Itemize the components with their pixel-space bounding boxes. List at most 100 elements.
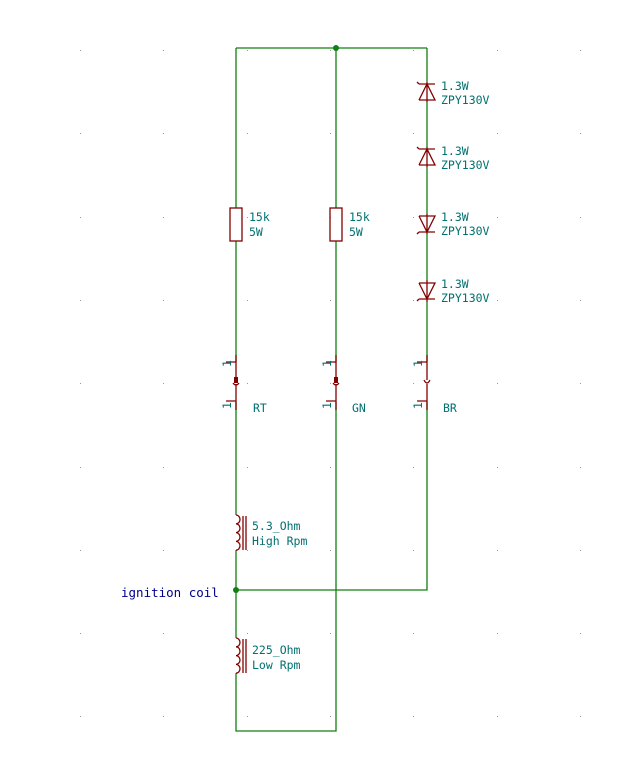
svg-text:5.3_Ohm: 5.3_Ohm xyxy=(252,519,301,533)
connector-name: GN xyxy=(352,401,366,415)
svg-text:1: 1 xyxy=(411,360,425,367)
inductor-high-rpm[interactable]: 5.3_Ohm High Rpm xyxy=(235,514,307,551)
zener-diode-3[interactable]: 1.3W ZPY130V xyxy=(416,210,490,238)
grid-dot xyxy=(330,633,331,634)
zener-diode-1[interactable]: 1.3W ZPY130V xyxy=(416,79,490,107)
resistor-value: 15k xyxy=(349,210,370,224)
svg-text:225_Ohm: 225_Ohm xyxy=(252,643,301,657)
grid-dot xyxy=(247,50,248,51)
grid-dot xyxy=(497,633,498,634)
svg-text:1.3W: 1.3W xyxy=(441,144,469,158)
grid-dot xyxy=(580,716,581,717)
grid-dot xyxy=(413,217,414,218)
grid-dot xyxy=(163,383,164,384)
resistor-power: 5W xyxy=(349,225,363,239)
grid-dot xyxy=(413,633,414,634)
svg-text:1: 1 xyxy=(411,402,425,409)
grid-dot xyxy=(163,50,164,51)
grid-dot xyxy=(80,383,81,384)
grid-dot xyxy=(163,633,164,634)
grid-dot xyxy=(163,550,164,551)
grid-dot xyxy=(80,133,81,134)
grid-dot xyxy=(497,300,498,301)
svg-text:1.3W: 1.3W xyxy=(441,210,469,224)
junction-top xyxy=(333,45,339,51)
grid-dot xyxy=(163,716,164,717)
svg-text:Low Rpm: Low Rpm xyxy=(252,658,301,672)
grid-dot xyxy=(247,133,248,134)
grid-dot xyxy=(497,50,498,51)
zener-diode-4[interactable]: 1.3W ZPY130V xyxy=(416,277,490,305)
net-label-ignition-coil[interactable]: ignition coil xyxy=(121,585,219,600)
svg-text:ZPY130V: ZPY130V xyxy=(441,158,490,172)
resistor-r2[interactable]: 15k 5W xyxy=(329,207,370,242)
grid-dot xyxy=(247,300,248,301)
resistor-value: 15k xyxy=(249,210,270,224)
grid-dot xyxy=(80,716,81,717)
inductor-low-rpm[interactable]: 225_Ohm Low Rpm xyxy=(235,637,301,674)
svg-text:1: 1 xyxy=(220,360,234,367)
grid-dot xyxy=(247,716,248,717)
grid-dot xyxy=(497,716,498,717)
zener-diode-2[interactable]: 1.3W ZPY130V xyxy=(416,144,490,172)
grid-dot xyxy=(330,550,331,551)
grid-dot xyxy=(163,217,164,218)
svg-text:1.3W: 1.3W xyxy=(441,277,469,291)
grid-dot xyxy=(247,383,248,384)
grid-dot xyxy=(580,300,581,301)
grid-dot xyxy=(580,467,581,468)
svg-text:1.3W: 1.3W xyxy=(441,79,469,93)
connector-gn[interactable]: 1 1 GN xyxy=(320,355,366,415)
grid-dot xyxy=(413,50,414,51)
svg-text:1: 1 xyxy=(320,360,334,367)
svg-text:High Rpm: High Rpm xyxy=(252,534,307,548)
grid-dot xyxy=(580,133,581,134)
grid-dot xyxy=(80,217,81,218)
grid-dots xyxy=(80,50,581,717)
grid-dot xyxy=(497,550,498,551)
grid-dot xyxy=(247,467,248,468)
grid-dot xyxy=(413,383,414,384)
grid-dot xyxy=(247,217,248,218)
svg-text:ZPY130V: ZPY130V xyxy=(441,291,490,305)
grid-dot xyxy=(497,133,498,134)
grid-dot xyxy=(330,50,331,51)
junction-coil xyxy=(233,587,239,593)
grid-dot xyxy=(330,300,331,301)
resistor-power: 5W xyxy=(249,225,263,239)
svg-text:1: 1 xyxy=(220,402,234,409)
connector-rt[interactable]: 1 1 RT xyxy=(220,355,267,415)
resistor-r1[interactable]: 15k 5W xyxy=(229,207,270,242)
grid-dot xyxy=(80,633,81,634)
grid-dot xyxy=(247,550,248,551)
grid-dot xyxy=(580,217,581,218)
grid-dot xyxy=(247,633,248,634)
grid-dot xyxy=(80,467,81,468)
wires xyxy=(233,45,428,732)
connector-name: RT xyxy=(253,401,267,415)
grid-dot xyxy=(80,550,81,551)
connector-br[interactable]: 1 1 BR xyxy=(411,355,457,415)
svg-text:1: 1 xyxy=(320,402,334,409)
connector-name: BR xyxy=(443,401,457,415)
grid-dot xyxy=(580,50,581,51)
grid-dot xyxy=(580,550,581,551)
grid-dot xyxy=(330,467,331,468)
grid-dot xyxy=(497,383,498,384)
grid-dot xyxy=(413,300,414,301)
grid-dot xyxy=(413,550,414,551)
grid-dot xyxy=(163,467,164,468)
grid-dot xyxy=(497,467,498,468)
grid-dot xyxy=(413,133,414,134)
grid-dot xyxy=(163,300,164,301)
grid-dot xyxy=(497,217,498,218)
grid-dot xyxy=(330,716,331,717)
grid-dot xyxy=(580,383,581,384)
grid-dot xyxy=(163,133,164,134)
grid-dot xyxy=(580,633,581,634)
grid-dot xyxy=(330,133,331,134)
svg-text:ZPY130V: ZPY130V xyxy=(441,93,490,107)
grid-dot xyxy=(413,716,414,717)
grid-dot xyxy=(80,50,81,51)
